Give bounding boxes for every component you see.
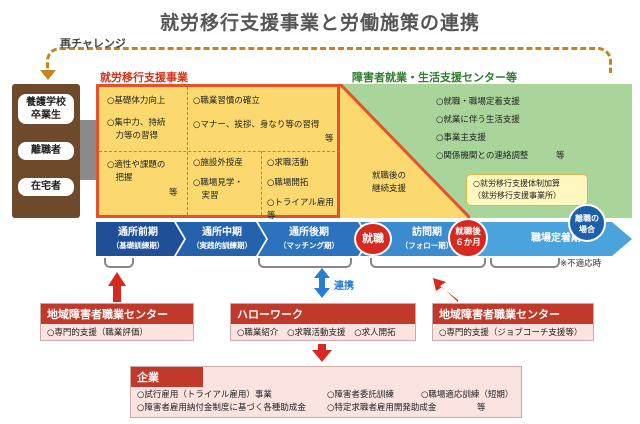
renkei-head-up bbox=[314, 268, 330, 278]
bracket-retention bbox=[490, 258, 560, 268]
cell-manners-etc: 等 bbox=[325, 134, 334, 144]
cell-workplace-visit: ○職場見学・ 実習 bbox=[193, 178, 243, 201]
cell-aptitude: ○適性や課題の 把握 bbox=[107, 160, 166, 183]
cell-aptitude-etc: 等 bbox=[169, 188, 178, 198]
arrow-left-shaft bbox=[113, 284, 121, 302]
cell-transition-bonus: ○就労移行支援体制加算 （就労移行支援事業所） bbox=[473, 179, 561, 200]
cell-manners: ○マナー、挨拶、身なり等の習得 bbox=[193, 120, 320, 130]
arrow-down-shaft bbox=[318, 344, 326, 352]
company-etc: 等 bbox=[477, 403, 486, 413]
org-company-head: 企業 bbox=[131, 367, 203, 387]
phase-late: 通所後期（マッチング期） bbox=[279, 227, 339, 250]
phase-early: 通所前期（基礎訓練期） bbox=[111, 227, 165, 250]
org-hellowork: ハローワーク ○職業紹介 ○求職活動支援 ○求人開拓 bbox=[230, 303, 416, 341]
retry-loop-line bbox=[46, 47, 612, 73]
org-center-right-body: ○専門的支援（ジョブコーチ支援等） bbox=[439, 328, 583, 338]
phase-retention: 職場定着期 bbox=[531, 233, 581, 244]
company-development-grant: ○特定求職者雇用開発助成金 bbox=[327, 403, 437, 413]
cell-offsite-work: ○施設外授産 bbox=[193, 158, 243, 168]
company-levy-grants: ○障害者雇用納付金制度に基づく各種助成金 bbox=[137, 403, 306, 413]
retry-arrow-head bbox=[40, 70, 56, 80]
job-leaving-circle: 離職の 場合 bbox=[568, 204, 606, 242]
org-center-left: 地域障害者職業センター ○専門的支援（職業評価） bbox=[40, 303, 194, 341]
renkei-head-down bbox=[314, 288, 330, 298]
group-at-home: 在宅者 bbox=[18, 178, 74, 196]
not-applicable-note: ※不適応時 bbox=[560, 259, 602, 269]
timeline-bars bbox=[96, 222, 632, 256]
employment-circle: 就職 bbox=[354, 222, 392, 256]
renkei-shaft bbox=[319, 276, 325, 290]
left-column: 養護学校 卒業生 離職者 在宅者 bbox=[12, 84, 80, 218]
page-title: 就労移行支援事業と労働施策の連携 bbox=[159, 12, 480, 34]
org-hellowork-head: ハローワーク bbox=[231, 304, 415, 324]
cell-basic-fitness: ○基礎体力向上 bbox=[107, 96, 166, 106]
transition-slope bbox=[340, 84, 470, 218]
hellowork-item-placement: ○職業紹介 bbox=[237, 328, 279, 338]
timeline: 通所前期（基礎訓練期） 通所中期（実践的訓練期） 通所後期（マッチング期） 訪問… bbox=[96, 222, 632, 256]
section-center-label: 障害者就業・生活支援センター等 bbox=[352, 71, 517, 84]
cell-job-search: ○求職活動 bbox=[267, 158, 309, 168]
six-months-circle: 就職後 ６か月 bbox=[448, 218, 488, 258]
org-center-right: 地域障害者職業センター ○専門的支援（ジョブコーチ支援等） bbox=[432, 303, 594, 341]
cell-concentration: ○集中力、持続 力等の習得 bbox=[107, 118, 166, 141]
section-shuro-label: 就労移行支援事業 bbox=[100, 71, 188, 84]
org-center-left-head: 地域障害者職業センター bbox=[41, 304, 193, 324]
arrow-left-head bbox=[108, 272, 126, 286]
org-company: 企業 ○試行雇用（トライアル雇用）事業 ○障害者委託訓練 ○職場適応訓練（短期）… bbox=[130, 366, 522, 418]
org-center-left-body: ○専門的支援（職業評価） bbox=[47, 328, 148, 338]
bracket-late bbox=[258, 258, 352, 268]
cell-life-support: ○就業に伴う生活支援 bbox=[436, 115, 520, 125]
shuro-support-region: ○基礎体力向上 ○集中力、持続 力等の習得 ○適性や課題の 把握 等 ○職業習慣… bbox=[96, 84, 340, 221]
company-trial-employment: ○試行雇用（トライアル雇用）事業 bbox=[137, 390, 272, 400]
transition-bonus-box: ○就労移行支援体制加算 （就労移行支援事業所） bbox=[466, 174, 588, 206]
cell-coordination-etc: 等 bbox=[556, 151, 565, 161]
cell-post-employment: 就職後の 継続支援 bbox=[372, 171, 407, 194]
company-commissioned-training: ○障害者委託訓練 bbox=[327, 390, 394, 400]
renkei-label: 連携 bbox=[334, 281, 354, 292]
retry-label: 再チャレンジ bbox=[60, 37, 126, 50]
group-job-leavers: 離職者 bbox=[18, 142, 74, 160]
cell-trial-employment: ○トライアル雇用等 bbox=[267, 198, 334, 221]
cell-coordination: ○関係機関との連絡調整 bbox=[436, 151, 529, 161]
phase-middle: 通所中期（実践的訓練期） bbox=[192, 227, 252, 250]
cell-job-development: ○職場開拓 bbox=[267, 178, 309, 188]
group-graduates: 養護学校 卒業生 bbox=[18, 94, 74, 124]
bracket-visit bbox=[370, 258, 486, 268]
cell-employer-support: ○事業主支援 bbox=[436, 133, 486, 143]
org-center-right-head: 地域障害者職業センター bbox=[433, 304, 593, 324]
cell-placement-support: ○就職・職場定着支援 bbox=[436, 97, 520, 107]
arrow-down-head bbox=[312, 350, 332, 362]
hellowork-item-development: ○求人開拓 bbox=[354, 328, 396, 338]
company-adaptation-training: ○職場適応訓練（短期） bbox=[421, 390, 514, 400]
phase-visit: 訪問期（フォロー期） bbox=[400, 227, 454, 250]
arrow-right bbox=[433, 278, 458, 302]
hellowork-item-jobsearch: ○求職活動支援 bbox=[287, 328, 346, 338]
bracket-early bbox=[104, 258, 134, 268]
cell-work-habits: ○職業習慣の確立 bbox=[193, 96, 260, 106]
